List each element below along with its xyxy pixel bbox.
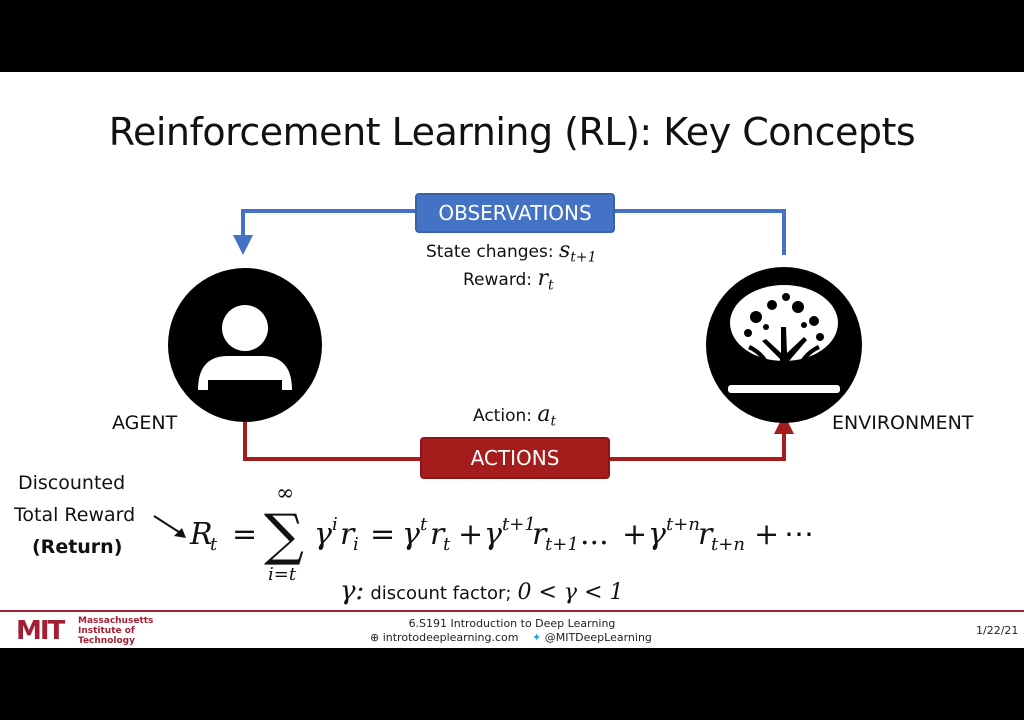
gamma-range: 0 < γ < 1 bbox=[517, 580, 624, 605]
institute-line-3: Technology bbox=[78, 636, 135, 646]
twitter-handle: @MITDeepLearning bbox=[544, 631, 652, 644]
svg-text:+: + bbox=[622, 517, 647, 552]
action-arrowhead bbox=[774, 414, 794, 434]
svg-text:γ: γ bbox=[402, 517, 420, 552]
state-changes-label: State changes: bbox=[426, 242, 554, 262]
svg-text:r: r bbox=[698, 517, 714, 552]
svg-text:=: = bbox=[232, 517, 257, 552]
svg-text:i: i bbox=[332, 514, 338, 535]
action-subscript: t bbox=[550, 413, 557, 430]
gamma-line: γ: discount factor; 0 < γ < 1 bbox=[340, 576, 624, 606]
reward-line: Reward: rt bbox=[463, 266, 554, 293]
svg-text:t+n: t+n bbox=[666, 514, 700, 535]
reward-subscript: t bbox=[547, 277, 554, 294]
svg-text:+: + bbox=[458, 517, 483, 552]
state-subscript: t+1 bbox=[570, 249, 597, 266]
globe-icon: ⊕ bbox=[370, 631, 380, 644]
slide-date: 1/22/21 bbox=[976, 624, 1019, 637]
svg-text:γ: γ bbox=[314, 517, 332, 552]
slide: Reinforcement Learning (RL): Key Concept… bbox=[0, 72, 1024, 648]
svg-text:R: R bbox=[189, 517, 213, 552]
svg-text:t+1: t+1 bbox=[545, 534, 579, 555]
svg-text:t: t bbox=[420, 514, 428, 535]
agent-icon bbox=[168, 268, 322, 422]
svg-text:r: r bbox=[430, 517, 446, 552]
discounted-label-3: (Return) bbox=[32, 536, 123, 558]
twitter-icon: ✦ bbox=[532, 631, 542, 644]
observation-arrowhead bbox=[233, 235, 253, 255]
website-link[interactable]: ⊕ introtodeeplearning.com bbox=[370, 631, 518, 644]
svg-text:t+n: t+n bbox=[711, 534, 745, 555]
svg-text:r: r bbox=[532, 517, 548, 552]
action-label: Action: bbox=[473, 406, 532, 426]
observations-box: OBSERVATIONS bbox=[415, 193, 615, 233]
state-changes-line: State changes: st+1 bbox=[426, 238, 597, 265]
svg-text:⋯: ⋯ bbox=[784, 517, 814, 552]
mit-institute: Massachusetts Institute of Technology bbox=[78, 616, 153, 646]
reward-label: Reward: bbox=[463, 270, 533, 290]
twitter-link[interactable]: ✦ @MITDeepLearning bbox=[532, 631, 652, 644]
reward-symbol: r bbox=[537, 266, 548, 291]
tree-icon bbox=[706, 267, 862, 423]
svg-text:=: = bbox=[370, 517, 395, 552]
svg-text:i: i bbox=[353, 534, 359, 555]
state-symbol: s bbox=[558, 238, 571, 263]
action-symbol: a bbox=[537, 402, 551, 427]
gamma-symbol: γ: bbox=[340, 576, 365, 606]
svg-text:γ: γ bbox=[484, 517, 502, 552]
svg-text:t+1: t+1 bbox=[502, 514, 536, 535]
svg-text:+: + bbox=[754, 517, 779, 552]
svg-text:∑: ∑ bbox=[264, 503, 304, 568]
environment-label: ENVIRONMENT bbox=[832, 412, 974, 434]
actions-box: ACTIONS bbox=[420, 437, 610, 479]
website-text: introtodeeplearning.com bbox=[382, 631, 519, 644]
slide-title: Reinforcement Learning (RL): Key Concept… bbox=[108, 110, 916, 154]
discounted-label-2: Total Reward bbox=[14, 504, 136, 526]
institute-line-2: Institute of bbox=[78, 626, 135, 636]
footer-divider bbox=[0, 610, 1024, 612]
svg-text:γ: γ bbox=[648, 517, 666, 552]
svg-text:r: r bbox=[340, 517, 356, 552]
pointer-arrow bbox=[153, 515, 186, 538]
svg-text:∞: ∞ bbox=[276, 481, 294, 506]
gamma-text: discount factor; bbox=[370, 583, 512, 604]
discounted-label-1: Discounted bbox=[18, 472, 126, 494]
agent-label: AGENT bbox=[112, 412, 178, 434]
course-title: 6.S191 Introduction to Deep Learning bbox=[408, 617, 616, 630]
svg-text:i=t: i=t bbox=[268, 564, 297, 585]
svg-text:t: t bbox=[210, 534, 218, 555]
svg-text:...: ... bbox=[580, 517, 609, 552]
institute-line-1: Massachusetts bbox=[78, 616, 154, 626]
svg-text:t: t bbox=[443, 534, 451, 555]
mit-logo: MIT bbox=[16, 616, 65, 646]
action-line: Action: at bbox=[473, 402, 556, 429]
